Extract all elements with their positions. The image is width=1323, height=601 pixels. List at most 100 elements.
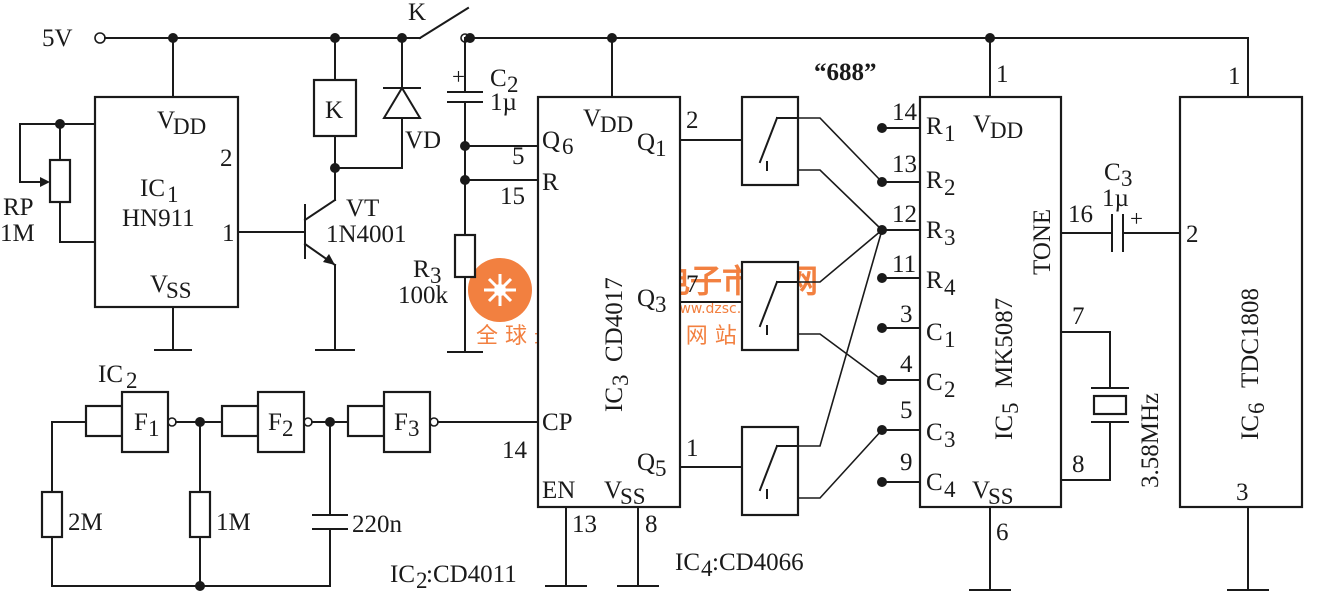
c2-label: C 2 xyxy=(490,65,519,97)
r3-resistor xyxy=(447,233,483,353)
supply-rail xyxy=(94,6,1249,44)
crossing-wires xyxy=(798,117,883,499)
supply-label: 5V xyxy=(42,25,73,52)
ic1-pin2: 2 xyxy=(220,145,233,172)
rp-potentiometer xyxy=(19,119,96,243)
ic3-pin13: 13 xyxy=(572,511,597,538)
svg-text:C: C xyxy=(926,469,943,496)
ic3-pin1: 1 xyxy=(686,435,699,462)
svg-text:4: 4 xyxy=(900,351,913,378)
ic4-switch-2 xyxy=(679,260,800,352)
svg-text:5: 5 xyxy=(900,397,913,424)
ic4-switch-3 xyxy=(679,425,800,517)
code-label: “688” xyxy=(814,59,877,86)
svg-text:2: 2 xyxy=(944,175,956,200)
svg-text:V: V xyxy=(973,111,991,138)
ic3-cp: CP xyxy=(542,409,573,436)
watermark-logo-icon xyxy=(468,258,532,322)
svg-text:6: 6 xyxy=(1244,403,1269,415)
ic5-row-5: 4 C 2 xyxy=(877,351,956,402)
ic3-q6: Q 6 xyxy=(542,127,574,159)
ic1-vdd: V DD xyxy=(157,107,206,139)
ic5-pin1: 1 xyxy=(996,61,1009,88)
svg-text:SS: SS xyxy=(166,278,192,303)
ic6-pin2: 2 xyxy=(1186,221,1199,248)
svg-text:14: 14 xyxy=(892,99,918,126)
svg-text:3: 3 xyxy=(655,292,667,317)
svg-text:3.58MHz: 3.58MHz xyxy=(1137,393,1164,488)
svg-text:C: C xyxy=(926,319,943,346)
svg-text:Q: Q xyxy=(542,127,560,154)
crystal xyxy=(1060,331,1129,481)
r-2m xyxy=(40,490,64,539)
gate-f2 xyxy=(220,390,313,454)
svg-text:3: 3 xyxy=(408,416,420,441)
svg-text:C: C xyxy=(926,369,943,396)
ic1-box xyxy=(93,95,240,309)
svg-text:12: 12 xyxy=(892,201,917,228)
gate-f3 xyxy=(346,390,439,454)
transistor-part: 1N4001 xyxy=(326,221,407,248)
ic1-pin1: 1 xyxy=(222,220,235,247)
ic3-r: R xyxy=(542,169,559,196)
svg-text:F: F xyxy=(394,409,408,436)
svg-text:R: R xyxy=(413,256,430,283)
ic3-q1: Q 1 xyxy=(637,129,667,161)
svg-text:IC: IC xyxy=(1237,415,1264,440)
svg-text:R: R xyxy=(926,217,943,244)
svg-text:R: R xyxy=(926,267,943,294)
svg-text:DD: DD xyxy=(990,118,1023,143)
ic3-q3: Q 3 xyxy=(637,285,667,317)
diode-label: VD xyxy=(405,127,441,154)
gate-f3-label: F 3 xyxy=(394,409,420,441)
svg-text:4: 4 xyxy=(701,556,713,581)
c3-label: C 3 xyxy=(1104,159,1133,191)
svg-text:V: V xyxy=(604,477,622,504)
svg-text:3: 3 xyxy=(944,225,956,250)
gate-f1 xyxy=(84,390,177,454)
svg-text::CD4011: :CD4011 xyxy=(426,561,517,588)
svg-text:3: 3 xyxy=(900,301,913,328)
ic5-row-4: 3 C 1 xyxy=(877,301,956,352)
svg-text:3: 3 xyxy=(944,427,956,452)
svg-text:MK5087: MK5087 xyxy=(991,298,1018,388)
ic3-en: EN xyxy=(542,477,575,504)
r3-value: 100k xyxy=(398,282,449,309)
svg-text:V: V xyxy=(150,271,168,298)
ic3-pin7: 7 xyxy=(686,271,699,298)
ic4-note: IC 4 :CD4066 xyxy=(675,549,804,581)
transistor-label: VT xyxy=(346,195,379,222)
svg-text:3: 3 xyxy=(608,375,633,387)
ic3-name: IC 3 CD4017 xyxy=(601,277,633,412)
svg-text:1: 1 xyxy=(148,416,160,441)
ic3-q5: Q 5 xyxy=(637,449,667,481)
ic5-vdd: V DD xyxy=(973,111,1023,143)
ic2-label: IC xyxy=(98,361,123,388)
ic5-vss: V SS xyxy=(972,477,1014,509)
svg-text:1: 1 xyxy=(655,136,667,161)
oscillator-wires xyxy=(51,417,539,591)
c2-capacitor xyxy=(447,37,539,243)
svg-text:1: 1 xyxy=(944,327,956,352)
ic5-pin8: 8 xyxy=(1072,451,1085,478)
svg-text:F: F xyxy=(134,409,148,436)
ic5-pin7: 7 xyxy=(1072,303,1085,330)
svg-text:TDC1808: TDC1808 xyxy=(1237,288,1264,388)
svg-text:5: 5 xyxy=(655,456,667,481)
svg-text:R: R xyxy=(926,167,943,194)
transistor-vt xyxy=(237,167,355,351)
ic5-pin16: 16 xyxy=(1068,201,1093,228)
ic3-pin5: 5 xyxy=(512,143,525,170)
svg-text:IC: IC xyxy=(991,415,1018,440)
ic3-vdd: V DD xyxy=(583,105,633,137)
r3-label: R 3 xyxy=(413,256,442,288)
c2-plus: + xyxy=(452,64,465,89)
svg-text:5: 5 xyxy=(998,403,1023,415)
svg-text:V: V xyxy=(157,107,175,134)
c-220n xyxy=(312,514,348,530)
svg-text:2: 2 xyxy=(507,72,519,97)
svg-text:Q: Q xyxy=(637,129,655,156)
svg-text:C: C xyxy=(926,419,943,446)
svg-text:CD4017: CD4017 xyxy=(601,277,628,362)
svg-text:F: F xyxy=(268,409,282,436)
